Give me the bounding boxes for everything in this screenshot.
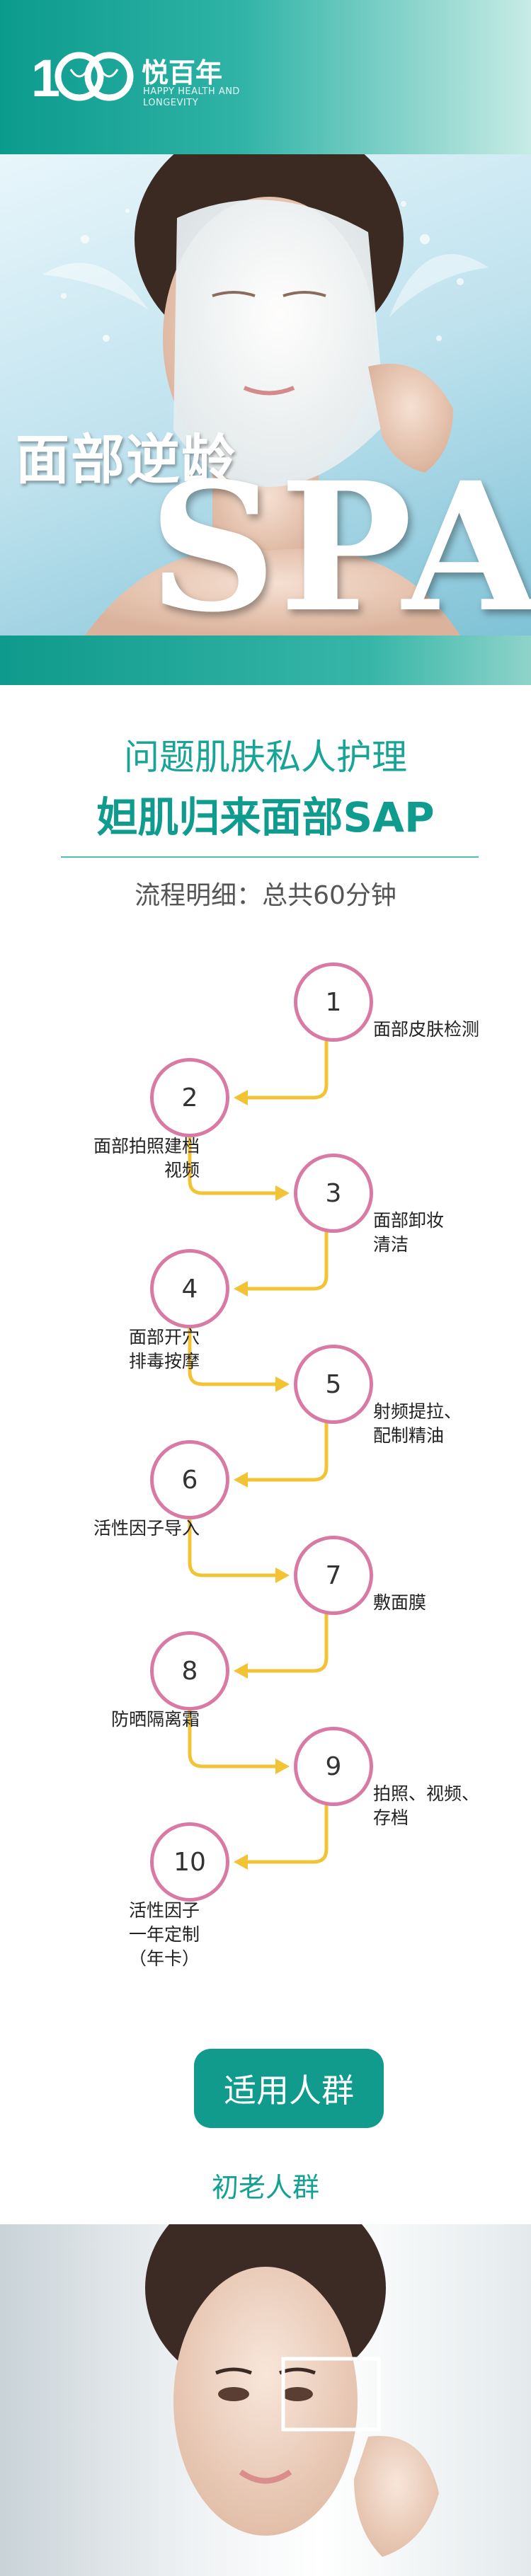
step-label-2-line-2: 视频 (164, 1160, 200, 1180)
flow-arrow-6 (188, 1518, 280, 1577)
flow-arrow-4 (188, 1327, 280, 1386)
flow-arrowhead-7 (234, 1663, 248, 1679)
bottom-face-image (0, 2224, 531, 2576)
flow-arrow-3 (244, 1231, 329, 1291)
step-label-7-line-1: 敷面膜 (373, 1592, 427, 1613)
flow-arrow-7 (244, 1614, 329, 1673)
flow-arrowhead-4 (275, 1376, 290, 1392)
hero-title-en: SPA (149, 443, 531, 636)
hero-banner: 面部逆龄 SPA (0, 154, 531, 636)
logo-icon: 1 (31, 49, 134, 108)
step-label-1: 面部皮肤检测 (373, 1018, 479, 1042)
step-label-10: 活性因子一年定制 （年卡） (129, 1899, 200, 1971)
flow-arrowhead-3 (234, 1281, 248, 1296)
section-title-line1: 问题肌肤私人护理 (124, 737, 407, 778)
step-circle-1: 1 (294, 962, 373, 1042)
step-label-4: 面部开穴排毒按摩 (129, 1326, 200, 1374)
step-label-2-line-1: 面部拍照建档 (93, 1136, 200, 1156)
hero-bottom-band (0, 636, 531, 685)
step-circle-2: 2 (150, 1058, 229, 1137)
step-circle-8: 8 (150, 1631, 229, 1710)
step-circle-9: 9 (294, 1727, 373, 1806)
flow-arrowhead-9 (234, 1854, 248, 1870)
step-label-4-line-1: 面部开穴 (128, 1327, 200, 1347)
step-label-3: 面部卸妆清洁 (373, 1209, 444, 1257)
section-title-line2: 妲肌归来面部SAP (96, 793, 435, 841)
step-label-9-line-1: 拍照、视频、 (373, 1783, 480, 1804)
flow-arrowhead-1 (234, 1090, 248, 1105)
step-label-5: 射频提拉、配制精油 (373, 1400, 462, 1448)
section-divider (61, 856, 479, 858)
step-label-6-line-1: 活性因子导入 (93, 1518, 200, 1539)
audience-button[interactable]: 适用人群 (194, 2049, 384, 2128)
step-circle-4: 4 (150, 1249, 229, 1328)
flow-arrow-2 (188, 1136, 280, 1195)
step-label-9: 拍照、视频、存档 (373, 1782, 479, 1830)
step-label-10-line-1: 活性因子 (128, 1900, 200, 1921)
step-circle-10: 10 (150, 1822, 229, 1902)
step-label-10-line-3: （年卡） (128, 1948, 200, 1969)
flow-arrowhead-2 (275, 1185, 290, 1201)
step-label-8-line-1: 防晒隔离霜 (110, 1709, 200, 1730)
step-label-1-line-1: 面部皮肤检测 (373, 1019, 480, 1040)
face-photo-illustration (145, 2224, 439, 2557)
flow-arrow-1 (244, 1040, 329, 1100)
hero-title-cn: 面部逆龄 (16, 428, 236, 491)
step-label-10-line-2: 一年定制 (128, 1924, 200, 1945)
brand-name: 悦百年 (142, 57, 223, 88)
step-circle-5: 5 (294, 1345, 373, 1424)
step-label-2: 面部拍照建档视频 (93, 1134, 200, 1183)
step-label-5-line-2: 配制精油 (373, 1425, 445, 1446)
flow-arrow-9 (244, 1805, 329, 1864)
flow-arrowhead-5 (234, 1472, 248, 1488)
step-label-5-line-1: 射频提拉、 (373, 1401, 462, 1422)
audience-label: 初老人群 (211, 2172, 319, 2203)
flow-arrows (188, 1040, 329, 1870)
step-circle-7: 7 (294, 1536, 373, 1615)
step-label-8: 防晒隔离霜 (111, 1708, 200, 1732)
hero-face-image (42, 154, 489, 636)
flow-arrowhead-6 (275, 1568, 290, 1583)
step-circle-3: 3 (294, 1154, 373, 1233)
brand-tagline: HAPPY HEALTH AND LONGEVITY (143, 86, 240, 109)
step-label-7: 敷面膜 (373, 1591, 426, 1615)
flow-arrowhead-8 (275, 1759, 290, 1774)
brand-tagline-line2: LONGEVITY (143, 98, 199, 108)
step-label-6: 活性因子导入 (93, 1517, 200, 1541)
step-label-9-line-2: 存档 (373, 1807, 409, 1828)
header: 1 悦百年 HAPPY HEALTH AND LONGEVITY (0, 0, 531, 154)
step-label-3-line-1: 面部卸妆 (373, 1210, 445, 1231)
step-label-4-line-2: 排毒按摩 (128, 1351, 200, 1372)
step-label-3-line-2: 清洁 (373, 1234, 409, 1255)
section-subtitle: 流程明细：总共60分钟 (135, 881, 396, 910)
step-circle-6: 6 (150, 1440, 229, 1519)
brand-tagline-line1: HAPPY HEALTH AND (143, 86, 240, 97)
flow-arrow-5 (244, 1422, 329, 1482)
flow-arrow-8 (188, 1709, 280, 1769)
